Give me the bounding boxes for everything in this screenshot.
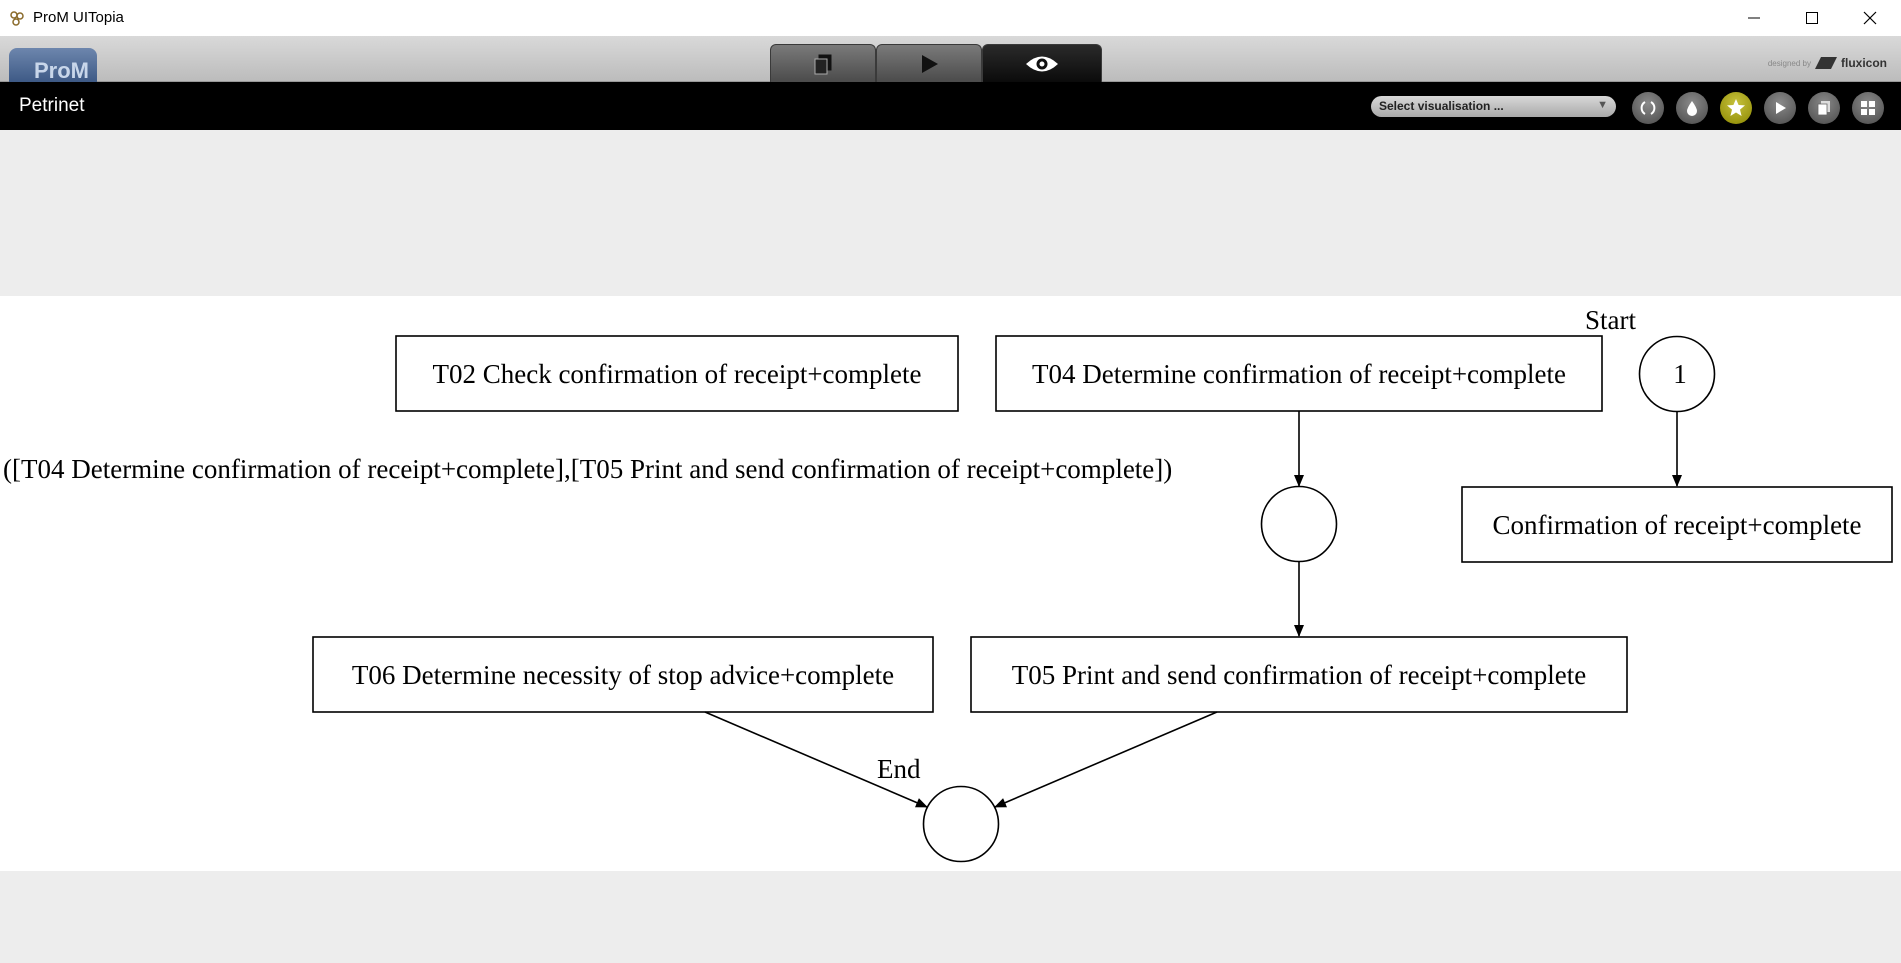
favorite-button[interactable]	[1720, 92, 1752, 124]
transition-t06-label: T06 Determine necessity of stop advice+c…	[352, 660, 894, 690]
grid-icon	[1861, 101, 1875, 115]
place-label: ([T04 Determine confirmation of receipt+…	[3, 454, 1172, 484]
play-button[interactable]	[1764, 92, 1796, 124]
copy-icon	[1817, 101, 1830, 116]
petrinet-canvas[interactable]: Start End ([T04 Determine confirmation o…	[0, 296, 1901, 871]
transition-t06[interactable]: T06 Determine necessity of stop advice+c…	[312, 636, 934, 713]
tab-actions[interactable]	[876, 44, 982, 82]
place-start[interactable]: 1	[1638, 335, 1716, 413]
eye-icon	[1026, 56, 1058, 71]
minimize-icon	[1748, 17, 1760, 19]
start-label: Start	[1585, 305, 1636, 335]
tab-views[interactable]	[982, 44, 1102, 82]
transition-t02-label: T02 Check confirmation of receipt+comple…	[432, 359, 921, 389]
minimize-button[interactable]	[1725, 0, 1783, 36]
refresh-icon	[1640, 101, 1656, 115]
grid-button[interactable]	[1852, 92, 1884, 124]
dropdown-arrow-icon: ▼	[1597, 99, 1608, 111]
transition-confirmation[interactable]: Confirmation of receipt+complete	[1461, 486, 1893, 563]
fluxicon-credit: designed by fluxicon	[1768, 56, 1887, 70]
end-label: End	[877, 754, 921, 784]
transition-t04[interactable]: T04 Determine confirmation of receipt+co…	[995, 335, 1603, 412]
place-middle[interactable]	[1260, 485, 1338, 563]
maximize-button[interactable]	[1783, 0, 1841, 36]
prom-app-icon	[10, 11, 24, 26]
prom-logo: ProM	[9, 48, 97, 82]
fluxicon-logo-icon	[1814, 57, 1837, 69]
visualisation-select-value: Select visualisation ...	[1379, 99, 1504, 113]
window-title: ProM UITopia	[33, 9, 124, 26]
close-button[interactable]	[1841, 0, 1899, 36]
star-icon	[1727, 99, 1745, 116]
petrinet-graph: Start End ([T04 Determine confirmation o…	[3, 305, 1893, 863]
transition-t05-label: T05 Print and send confirmation of recei…	[1012, 660, 1587, 690]
arc-t05-to-end	[994, 711, 1218, 808]
drop-icon	[1687, 101, 1697, 116]
view-header: Petrinet Select visualisation ... ▼	[0, 82, 1901, 130]
play-icon	[922, 54, 938, 73]
transition-t05[interactable]: T05 Print and send confirmation of recei…	[970, 636, 1628, 713]
refresh-button[interactable]	[1632, 92, 1664, 124]
transition-t04-label: T04 Determine confirmation of receipt+co…	[1032, 359, 1566, 389]
transition-t02[interactable]: T02 Check confirmation of receipt+comple…	[395, 335, 959, 412]
close-icon	[1863, 11, 1877, 25]
visualisation-select[interactable]: Select visualisation ... ▼	[1371, 96, 1616, 117]
arc-t06-to-end	[704, 711, 928, 808]
place-start-tokens: 1	[1673, 359, 1687, 389]
tab-workspace[interactable]	[770, 44, 876, 82]
perspective-tabs	[770, 44, 1102, 82]
view-title: Petrinet	[19, 95, 85, 116]
transition-confirmation-label: Confirmation of receipt+complete	[1492, 510, 1861, 540]
prom-toolbar: ProM designed by fluxicon	[0, 36, 1901, 82]
workspace-icon	[814, 54, 832, 74]
place-end[interactable]	[922, 785, 1000, 863]
play-icon	[1776, 102, 1786, 114]
copy-button[interactable]	[1808, 92, 1840, 124]
maximize-icon	[1806, 12, 1818, 24]
window-titlebar: ProM UITopia	[0, 0, 1901, 36]
designed-by-text: designed by	[1767, 58, 1811, 68]
fluxicon-brand: fluxicon	[1840, 56, 1887, 70]
drop-button[interactable]	[1676, 92, 1708, 124]
